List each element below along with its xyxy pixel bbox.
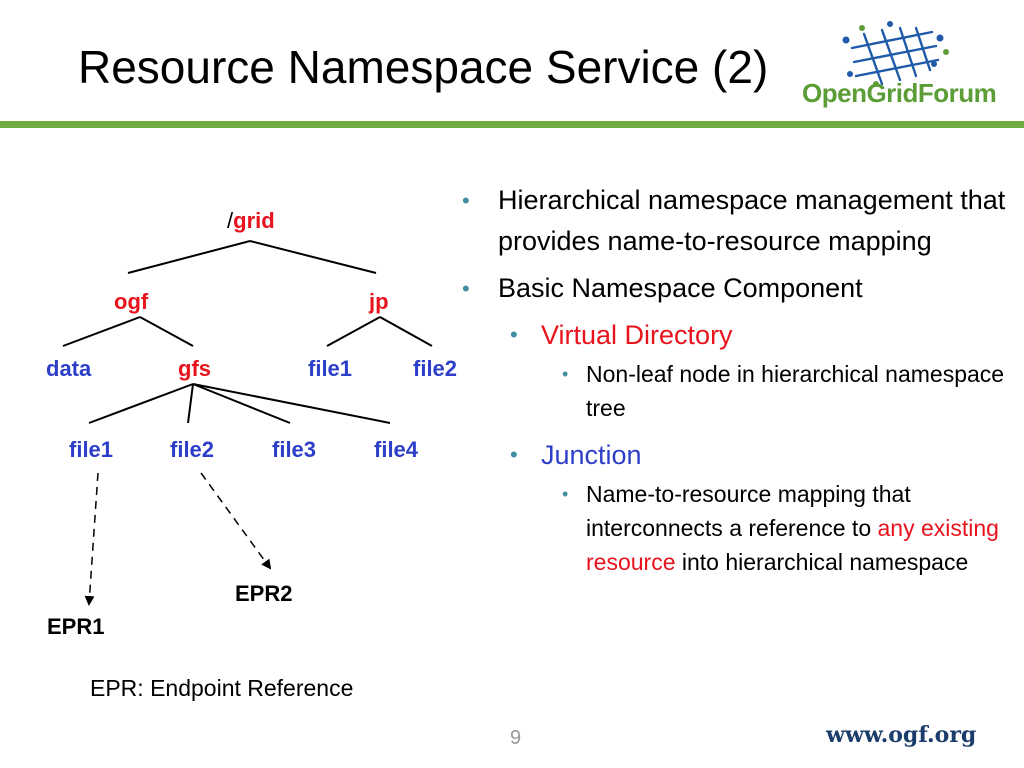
epr-legend-note: EPR: Endpoint Reference [90, 675, 354, 701]
tree-connectors [62, 240, 433, 606]
edge-grid-ogf [127, 240, 251, 274]
bullet-list: Hierarchical namespace management that p… [458, 180, 1018, 589]
tree-node-jp-file2: file2 [413, 356, 458, 381]
tree-node-ogf: ogf [114, 289, 149, 314]
tree-node-gfs-file3: file3 [272, 437, 317, 462]
epr2-label: EPR2 [235, 581, 293, 606]
tree-node-data: data [46, 356, 92, 381]
tree-node-gfs-file2: file2 [170, 437, 215, 462]
edge-ogf-data [62, 316, 141, 347]
tree-node-root: /grid [227, 208, 275, 233]
bullet-virtual-directory-desc: Non-leaf node in hierarchical namespace … [458, 357, 1018, 425]
edge-grid-jp [249, 240, 377, 274]
tree-node-jp: jp [369, 289, 389, 314]
tree-node-gfs-file4: file4 [374, 437, 419, 462]
edge-gfs-file1 [88, 383, 194, 424]
junction-highlight: any existing resource [586, 515, 999, 575]
edge-jp-file2 [379, 316, 433, 347]
edge-gfs-file4 [192, 383, 391, 424]
ref-file2-epr2 [200, 472, 272, 570]
bullet-basic-namespace-component: Basic Namespace Component [458, 268, 1018, 309]
bullet-virtual-directory: Virtual Directory [458, 315, 1018, 355]
tree-node-gfs-file1: file1 [69, 437, 114, 462]
slide-title: Resource Namespace Service (2) [78, 41, 769, 93]
title-rule [0, 121, 1024, 128]
epr1-label: EPR1 [47, 614, 105, 639]
bullet-junction: Junction [458, 435, 1018, 475]
tree-node-gfs: gfs [178, 356, 211, 381]
bullet-hierarchical-namespace: Hierarchical namespace management that p… [458, 180, 1018, 262]
ref-file1-epr1 [84, 472, 99, 606]
grid-logo-icon [842, 21, 949, 87]
namespace-tree: /grid ogf jp data gfs file1 file2 file1 … [0, 140, 470, 701]
edge-gfs-file2 [187, 383, 194, 424]
edge-ogf-gfs [139, 316, 194, 347]
bullet-junction-desc: Name-to-resource mapping that interconne… [458, 477, 1018, 579]
footer-url: www.ogf.org [826, 722, 977, 748]
page-number: 9 [510, 727, 522, 749]
logo-wordmark: OpenGridForum [802, 78, 997, 108]
edge-jp-file1 [326, 316, 381, 347]
ogf-logo: OpenGridForum [790, 20, 997, 110]
tree-node-jp-file1: file1 [308, 356, 353, 381]
edge-gfs-file3 [192, 383, 291, 424]
